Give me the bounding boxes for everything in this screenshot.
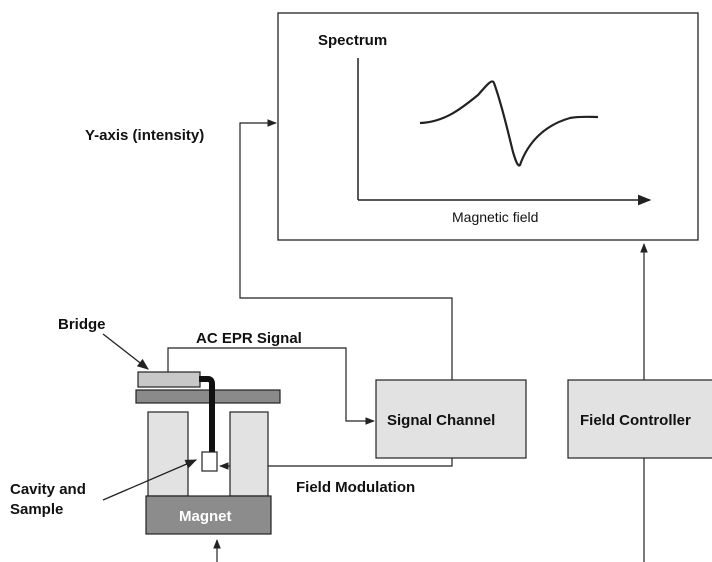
ac-epr-signal-label: AC EPR Signal: [196, 330, 302, 347]
magnet-pole-right: [229, 411, 269, 497]
waveguide: [199, 376, 215, 453]
bridge-label: Bridge: [58, 316, 106, 333]
magnet-pole-left: [147, 411, 189, 497]
field-controller-label: Field Controller: [580, 412, 691, 429]
signal-channel-label: Signal Channel: [387, 412, 495, 429]
ac-epr-signal-line: [167, 347, 375, 425]
cavity-sample: [201, 451, 218, 472]
magnetic-field-label: Magnetic field: [452, 209, 538, 225]
bridge-pointer: [102, 333, 149, 370]
cavity-pointer: [102, 459, 198, 501]
field-modulation-line: [219, 458, 453, 470]
field-controller-box: [567, 379, 712, 459]
intensity-feedback-line: [239, 119, 453, 380]
spectrum-title: Spectrum: [318, 32, 387, 49]
spectrum-display-box: [277, 12, 699, 241]
bridge-unit: [137, 371, 201, 388]
cavity-label-line1: Cavity and: [10, 481, 86, 498]
cavity-label-line2: Sample: [10, 501, 63, 518]
epr-derivative-curve: [419, 80, 599, 167]
y-axis-intensity-label: Y-axis (intensity): [85, 127, 204, 144]
magnet-label: Magnet: [179, 508, 232, 525]
support-plate: [135, 389, 281, 404]
magnet-base: [145, 495, 272, 535]
field-modulation-label: Field Modulation: [296, 479, 415, 496]
signal-channel-box: [375, 379, 527, 459]
